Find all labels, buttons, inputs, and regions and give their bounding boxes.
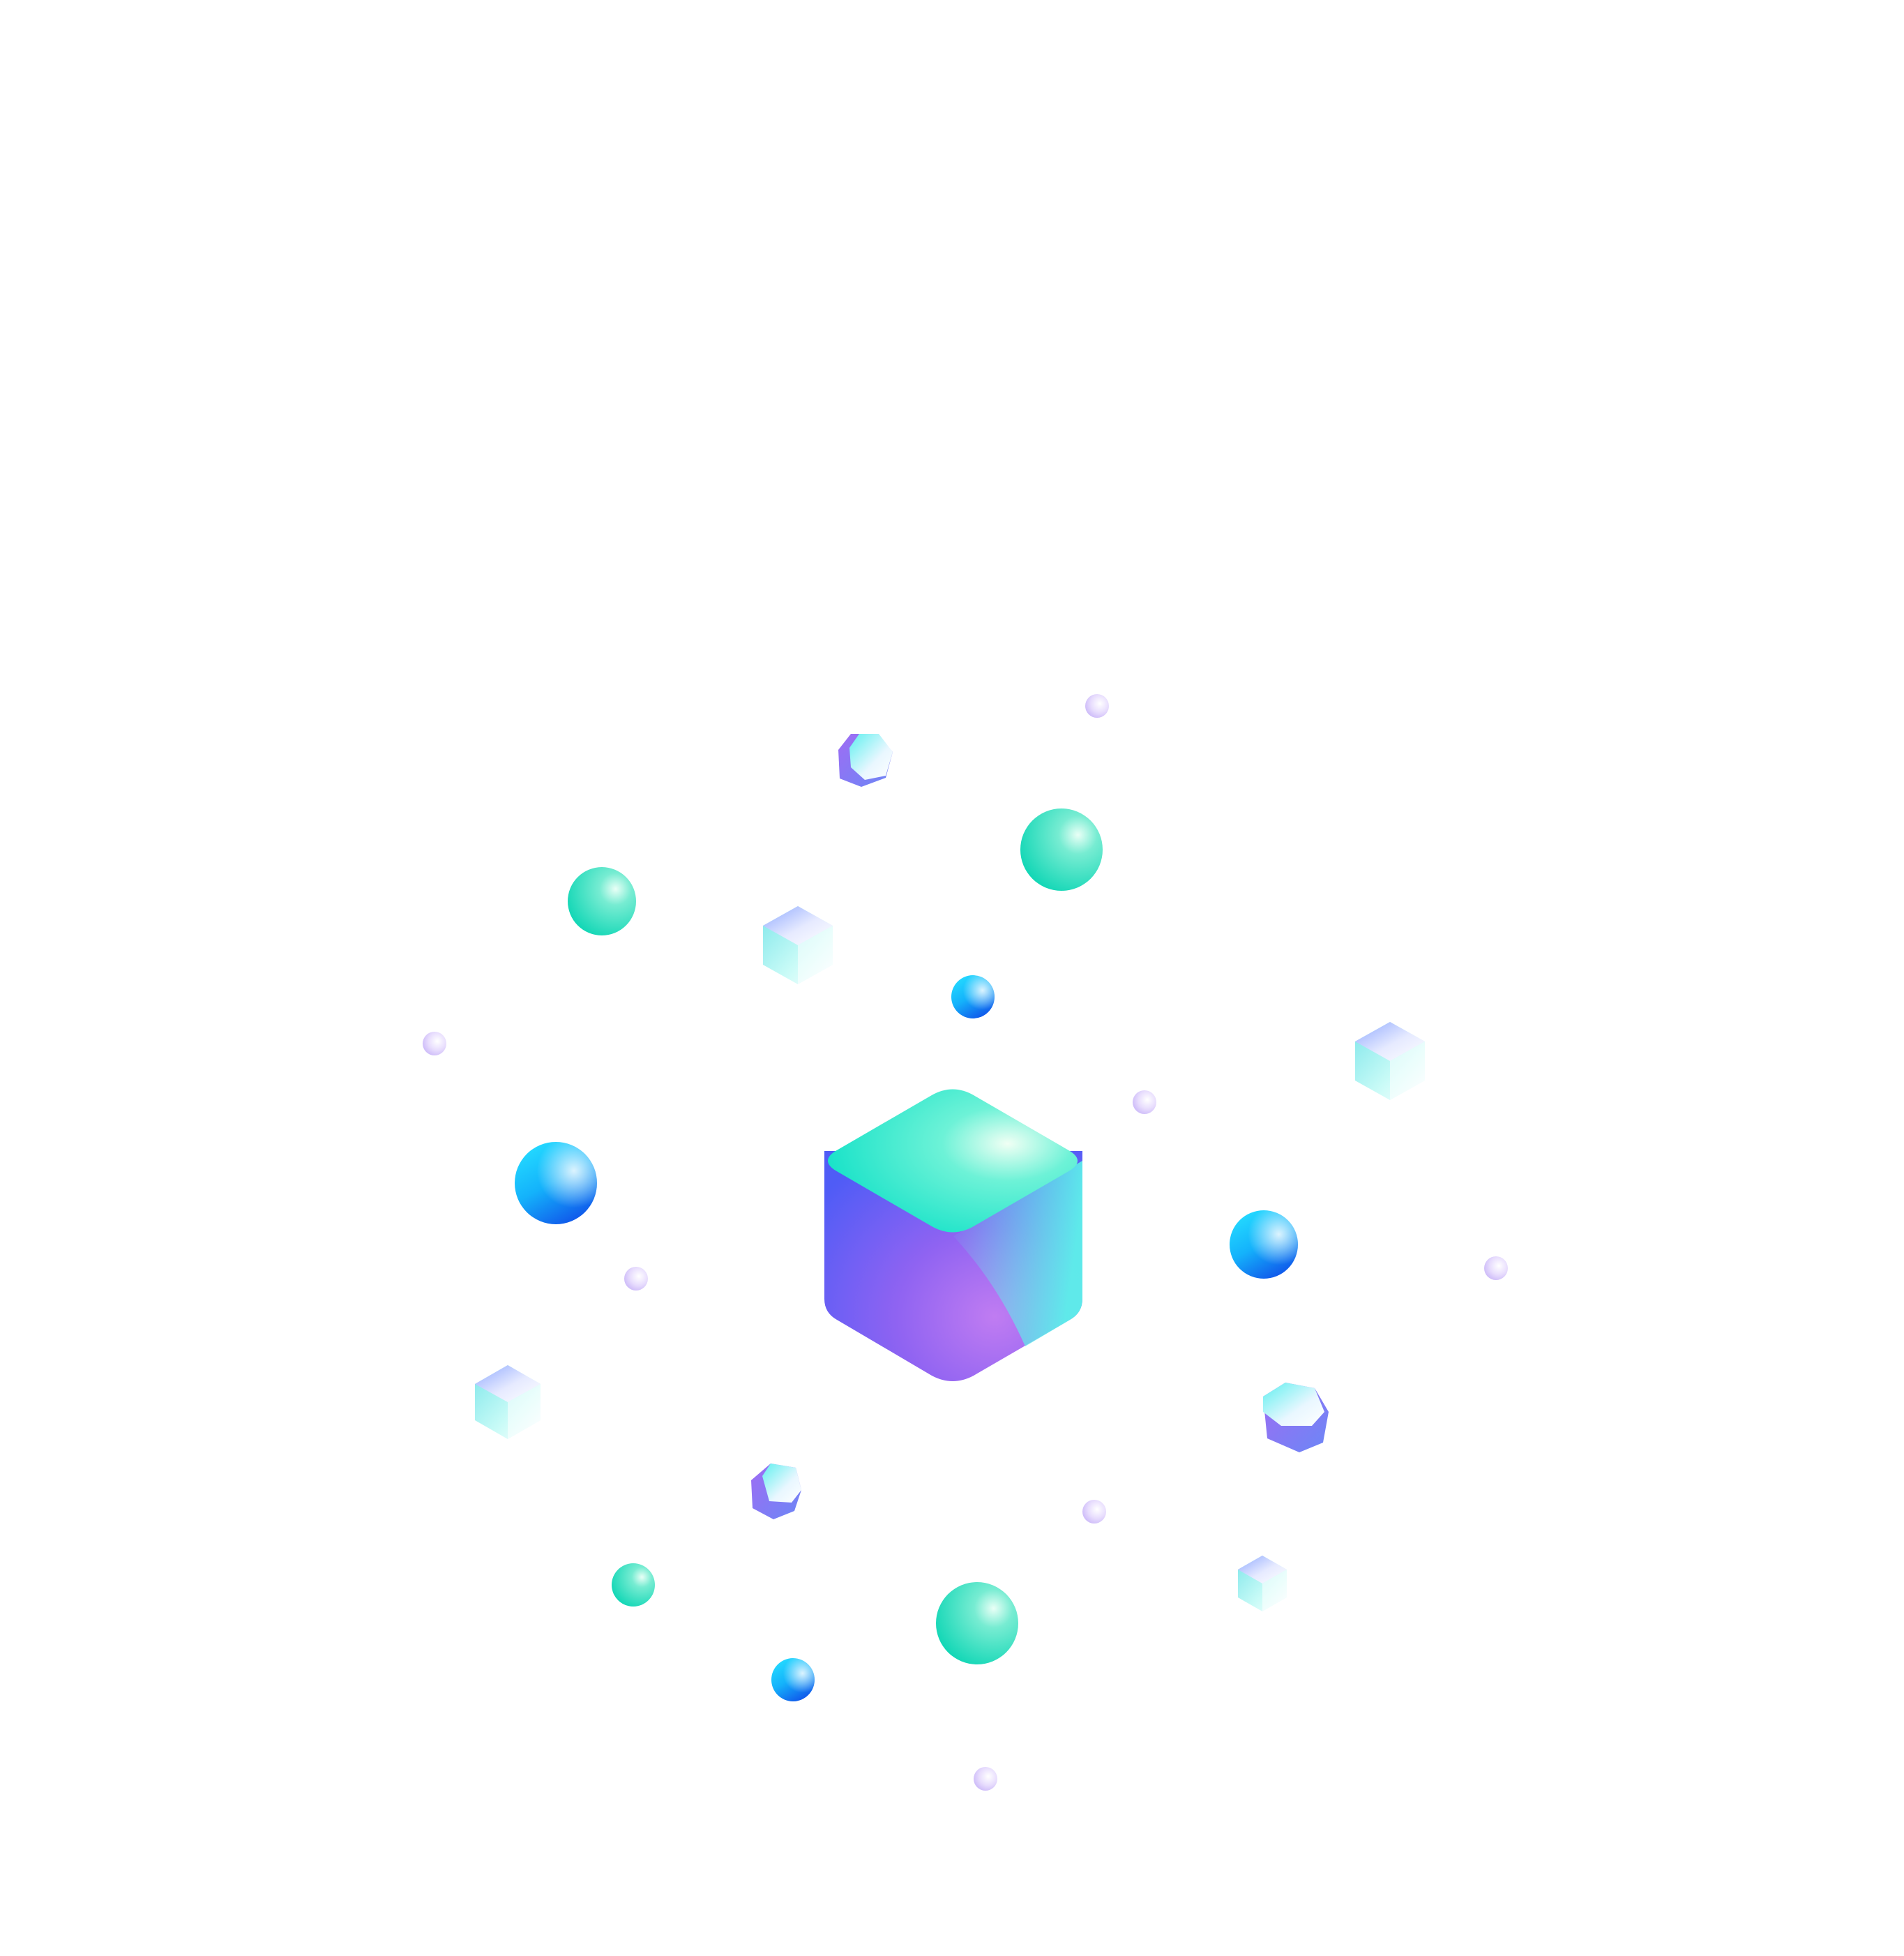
center-cube-top xyxy=(828,1089,1078,1233)
dot-icon xyxy=(1133,1090,1156,1114)
hexagon-gem-icon xyxy=(1263,1383,1329,1452)
gradient-sphere-icon xyxy=(1020,808,1103,891)
gradient-sphere-icon xyxy=(1230,1210,1298,1279)
dot-icon xyxy=(624,1267,648,1291)
hexagon-gem-icon xyxy=(751,1464,801,1519)
gradient-sphere-icon xyxy=(568,867,636,935)
gradient-sphere-icon xyxy=(612,1563,655,1607)
dot-icon xyxy=(423,1032,446,1055)
gradient-sphere-icon xyxy=(936,1582,1018,1664)
isometric-cube-icon xyxy=(475,1365,541,1439)
isometric-cube-icon xyxy=(763,906,833,984)
dot-icon xyxy=(1082,1500,1106,1524)
isometric-cube-icon xyxy=(1355,1022,1425,1100)
center-cube-right-glow xyxy=(953,1161,1082,1346)
isometric-cube-icon xyxy=(824,1089,1082,1381)
dot-icon xyxy=(1085,694,1109,718)
gradient-sphere-icon xyxy=(771,1658,815,1701)
dot-icon xyxy=(1484,1256,1508,1280)
hexagon-gem-icon xyxy=(838,734,893,787)
gradient-sphere-icon xyxy=(951,975,995,1018)
gradient-sphere-icon xyxy=(515,1142,597,1224)
isometric-cube-icon xyxy=(1238,1556,1287,1611)
dot-icon xyxy=(974,1767,997,1791)
